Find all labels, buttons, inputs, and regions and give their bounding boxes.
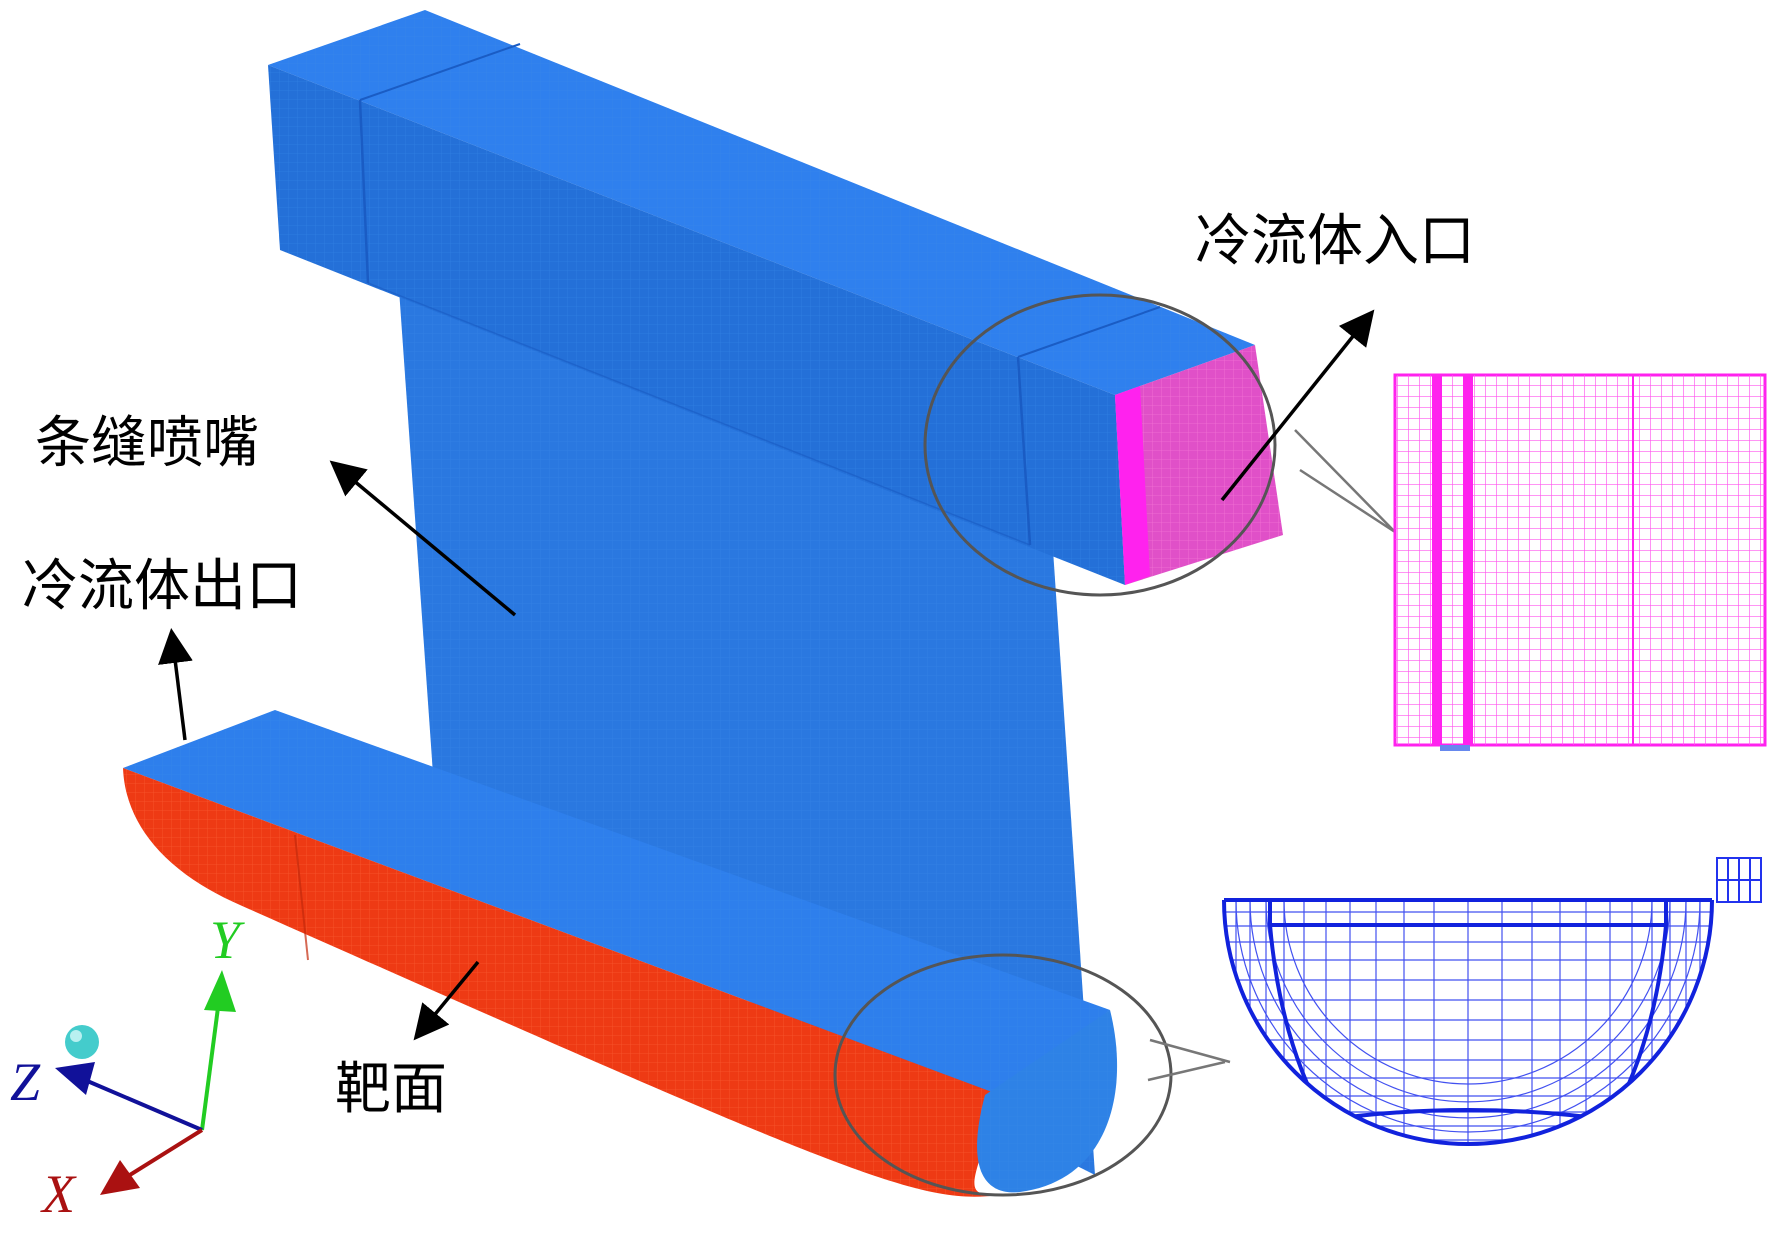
outlet-zoom-callout bbox=[833, 953, 1231, 1197]
origin-marker bbox=[65, 1025, 99, 1059]
origin-marker-highlight bbox=[70, 1030, 82, 1042]
inlet-arrow bbox=[1220, 309, 1375, 502]
inlet-zoom-callout bbox=[923, 293, 1396, 597]
leader-arrows bbox=[158, 309, 1375, 1041]
outlet-label: 冷流体出口 bbox=[22, 554, 302, 619]
x-axis-arrowhead bbox=[100, 1160, 140, 1195]
target-pipe bbox=[123, 710, 1118, 1197]
y-axis-label: Y bbox=[210, 910, 245, 970]
z-axis-line bbox=[84, 1078, 203, 1132]
inlet-face bbox=[1115, 345, 1283, 585]
x-axis-label: X bbox=[40, 1164, 77, 1224]
outlet-mesh-inset bbox=[1222, 857, 1762, 1146]
nozzle-label: 条缝喷嘴 bbox=[35, 411, 259, 476]
target-label: 靶面 bbox=[335, 1057, 447, 1122]
nozzle-mesh-body bbox=[123, 10, 1396, 1197]
z-axis-arrowhead bbox=[55, 1062, 95, 1095]
y-axis-arrowhead bbox=[204, 970, 236, 1012]
outlet-arrow bbox=[158, 628, 193, 741]
inlet-label: 冷流体入口 bbox=[1195, 209, 1475, 274]
target-arrow bbox=[413, 960, 480, 1041]
axis-triad: Y Z X bbox=[10, 910, 245, 1224]
inlet-duct bbox=[268, 10, 1255, 585]
nozzle-arrow bbox=[329, 460, 517, 617]
z-axis-label: Z bbox=[10, 1052, 41, 1112]
x-axis-line bbox=[123, 1128, 204, 1180]
inlet-mesh-inset bbox=[1393, 373, 1767, 751]
y-axis-line bbox=[200, 999, 221, 1131]
